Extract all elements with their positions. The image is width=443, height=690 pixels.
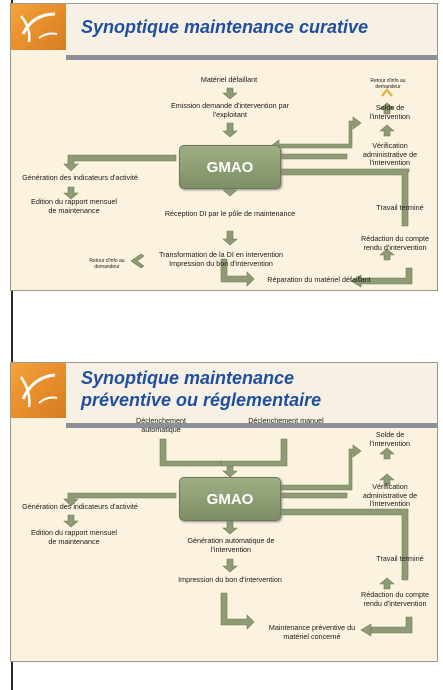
label-impression-bon: Impression du bon d'intervention [178, 575, 282, 584]
flow-arrows [63, 87, 413, 288]
label-declenchement-auto: Déclenchement automatique [136, 416, 186, 434]
label-materiel-defaillant: Matériel défaillant [200, 75, 258, 84]
label-travail-termine: Travail terminé [376, 203, 424, 212]
label-retour-info-left: Retour d'info au demandeur [89, 258, 125, 270]
label-redaction: Rédaction du compte rendu d'intervention [361, 590, 429, 608]
label-transformation-di: Transformation de la DI en intervention … [159, 250, 283, 268]
label-generation-intervention: Génération automatique de l'intervention [187, 536, 275, 554]
label-reception-di: Réception DI par le pôle de maintenance [164, 209, 296, 218]
left-margin-line [11, 290, 13, 362]
label-solde: Solde de l'intervention [369, 103, 411, 121]
label-retour-info-top: Retour d'info au demandeur [370, 78, 406, 90]
label-indicateurs: Génération des indicateurs d'activité [22, 502, 138, 511]
title-strip [66, 423, 437, 428]
left-margin-line [11, 661, 13, 690]
title-strip [66, 55, 437, 60]
slide-title: Synoptique maintenance curative [81, 17, 369, 37]
gmao-box: GMAO [179, 145, 281, 189]
label-rapport-mensuel: Edition du rapport mensuel de maintenanc… [31, 197, 117, 215]
label-reparation: Réparation du matériel défaillant [267, 275, 371, 284]
slide-preventive: Synoptique maintenance préventive ou rég… [10, 362, 438, 662]
label-indicateurs: Génération des indicateurs d'activité [22, 173, 138, 182]
gmao-box: GMAO [179, 477, 281, 521]
label-redaction: Rédaction du compte rendu d'intervention [361, 234, 429, 252]
slide-banner: Synoptique maintenance curative [11, 4, 437, 50]
label-solde: Solde de l'intervention [369, 430, 411, 448]
logo-icon [11, 4, 66, 50]
slide-curative: Synoptique maintenance curative [10, 3, 438, 291]
label-travail-termine: Travail terminé [376, 554, 424, 563]
label-declenchement-manuel: Déclenchement manuel [248, 416, 324, 425]
slide-banner: Synoptique maintenance préventive ou rég… [11, 363, 437, 418]
label-emission-demande: Emission demande d'intervention par l'ex… [170, 101, 290, 119]
slide-title: Synoptique maintenance préventive ou rég… [81, 368, 322, 410]
label-verification: Vérification administrative de l'interve… [362, 141, 418, 167]
label-verification: Vérification administrative de l'interve… [362, 482, 418, 508]
label-rapport-mensuel: Edition du rapport mensuel de maintenanc… [31, 528, 117, 546]
logo-icon [11, 363, 66, 418]
label-maintenance-preventive: Maintenance préventive du matériel conce… [268, 623, 356, 641]
